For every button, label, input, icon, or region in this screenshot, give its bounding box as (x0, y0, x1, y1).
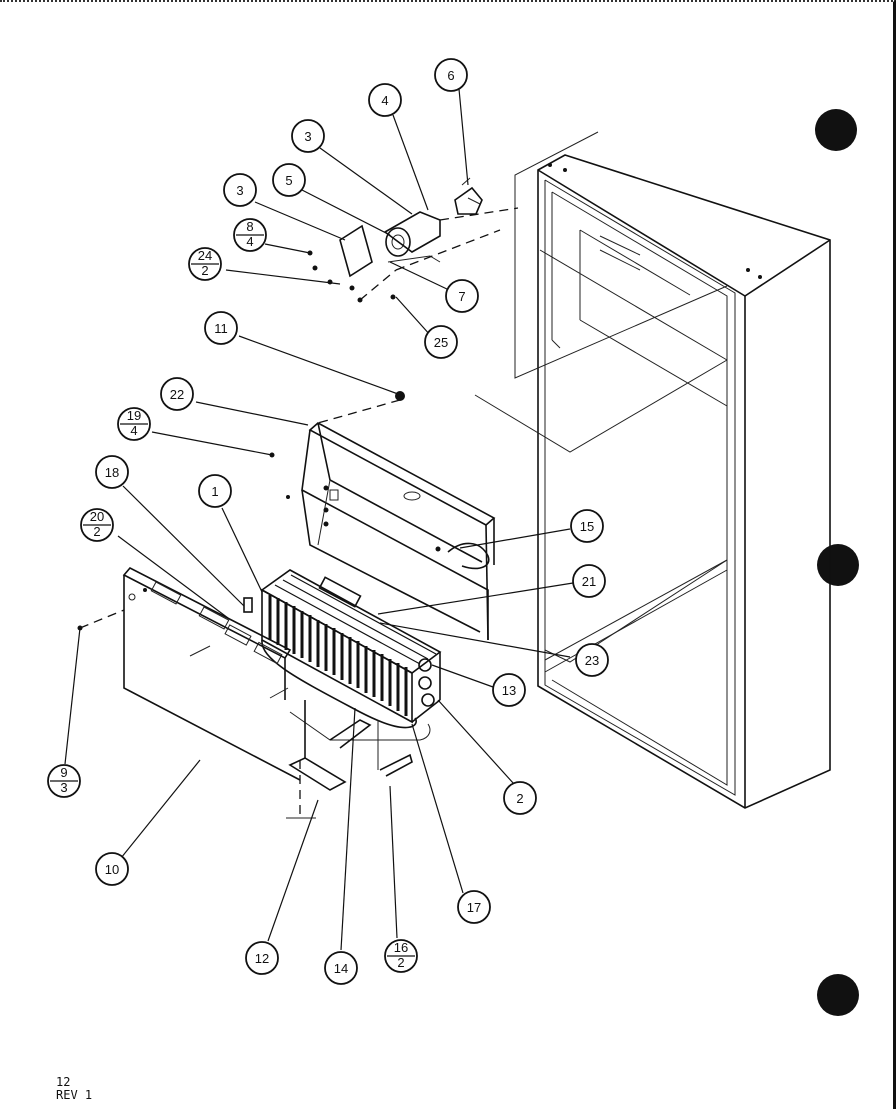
leader-lines (64, 88, 574, 951)
evaporator-coil (243, 569, 442, 741)
callout-14: 14 (324, 951, 358, 985)
callout-6: 6 (434, 58, 468, 92)
callout-label: 3 (304, 129, 311, 144)
callout-label: 21 (582, 574, 596, 589)
callout-10: 10 (95, 852, 129, 886)
callout-label: 24 (198, 248, 212, 263)
callout-label: 22 (170, 387, 184, 402)
callout-label: 9 (60, 765, 67, 780)
callout-4: 4 (368, 83, 402, 117)
callout-11: 11 (204, 311, 238, 345)
callout-22: 22 (160, 377, 194, 411)
evaporator-back-panel (77, 567, 301, 781)
callout-label: 3 (236, 183, 243, 198)
callout-label: 16 (394, 940, 408, 955)
callout-7: 7 (445, 279, 479, 313)
callout-quantity: 2 (201, 263, 208, 278)
callout-18: 18 (95, 455, 129, 489)
callout-1: 1 (198, 474, 232, 508)
callout-3: 3 (223, 173, 257, 207)
drain-trough (286, 700, 347, 820)
callout-label: 7 (458, 289, 465, 304)
binder-hole-middle (817, 544, 859, 586)
refrigerator-cabinet (474, 131, 831, 809)
callout-13: 13 (492, 673, 526, 707)
callout-quantity: 2 (397, 955, 404, 970)
callout-label: 19 (127, 408, 141, 423)
callout-8-over-4: 8 4 (233, 218, 267, 252)
binder-hole-top (815, 109, 857, 151)
callout-2: 2 (503, 781, 537, 815)
callout-label: 12 (255, 951, 269, 966)
callout-label: 17 (467, 900, 481, 915)
callout-label: 4 (381, 93, 388, 108)
callout-label: 14 (334, 961, 348, 976)
callout-25: 25 (424, 325, 458, 359)
callout-label: 23 (585, 653, 599, 668)
callout-5: 5 (272, 163, 306, 197)
callout-15: 15 (570, 509, 604, 543)
binder-hole-bottom (817, 974, 859, 1016)
callout-label: 5 (285, 173, 292, 188)
page-number: 12 (56, 1075, 71, 1089)
callout-label: 8 (246, 219, 253, 234)
evaporator-cover (269, 391, 496, 641)
callout-24-over-2: 24 2 (188, 247, 222, 281)
callout-quantity: 2 (93, 524, 100, 539)
callout-quantity: 4 (130, 423, 137, 438)
callout-label: 10 (105, 862, 119, 877)
callout-label: 6 (447, 68, 454, 83)
callout-17: 17 (457, 890, 491, 924)
callout-20-over-2: 20 2 (80, 508, 114, 542)
callout-label: 1 (211, 484, 218, 499)
callout-label: 13 (502, 683, 516, 698)
callout-12: 12 (245, 941, 279, 975)
callout-9-over-3: 9 3 (47, 764, 81, 798)
callout-19-over-4: 19 4 (117, 407, 151, 441)
callout-label: 18 (105, 465, 119, 480)
callout-quantity: 3 (60, 780, 67, 795)
mounting-brackets (329, 719, 413, 777)
callout-label: 15 (580, 519, 594, 534)
callout-3: 3 (291, 119, 325, 153)
callout-16-over-2: 16 2 (384, 939, 418, 973)
callout-quantity: 4 (246, 234, 253, 249)
callout-label: 2 (516, 791, 523, 806)
fan-motor-assembly (307, 177, 519, 303)
callout-label: 20 (90, 509, 104, 524)
callout-23: 23 (575, 643, 609, 677)
callout-label: 25 (434, 335, 448, 350)
revision-label: REV 1 (56, 1088, 93, 1102)
callout-label: 11 (214, 321, 228, 336)
callout-21: 21 (572, 564, 606, 598)
